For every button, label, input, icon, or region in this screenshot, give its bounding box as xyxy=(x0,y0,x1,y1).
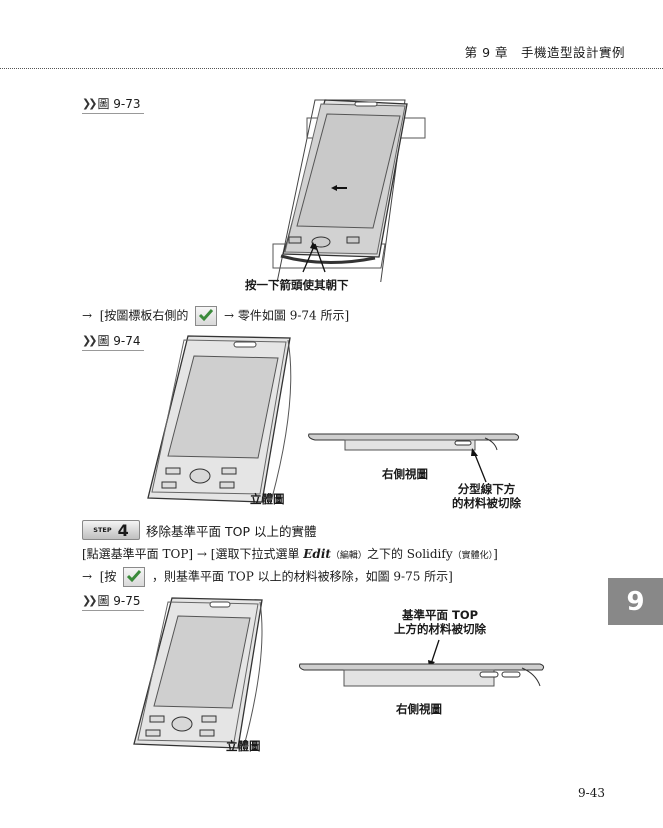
page-number: 9-43 xyxy=(578,786,605,800)
instruction-text: ，則基準平面 TOP 以上的材料被移除，如圖 9-75 所示] xyxy=(152,569,453,584)
figure-9-74-note: 分型線下方 的材料被切除 xyxy=(452,482,521,510)
header-divider xyxy=(0,68,663,69)
chapter-side-tab: 9 xyxy=(608,578,663,625)
step-word: STEP xyxy=(93,526,112,534)
instruction-text: [點選基準平面 TOP] → [選取下拉式選單 xyxy=(82,547,304,561)
instruction-text: [按 xyxy=(99,569,117,584)
figure-9-75-side-caption: 右側視圖 xyxy=(396,702,442,716)
figure-label-9-73: ❯❯ 圖 9-73 xyxy=(82,95,144,114)
instruction-text: → 零件如圖 9-74 所示] xyxy=(224,308,350,323)
instruction-text: 之下的 Solidify xyxy=(366,547,453,561)
figure-9-74-side-caption: 右側視圖 xyxy=(382,467,428,481)
note-line: 基準平面 TOP xyxy=(401,608,479,622)
step-title: 移除基準平面 TOP 以上的實體 xyxy=(146,524,317,539)
figure-9-75-iso-caption: 立體圖 xyxy=(226,739,261,753)
note-line: 分型線下方 xyxy=(457,482,516,496)
solidify-note: （實體化） xyxy=(452,551,494,561)
figure-label-text: 圖 9-75 xyxy=(97,594,141,608)
instruction-arrow: → xyxy=(82,569,93,584)
instruction-line-2: [點選基準平面 TOP] → [選取下拉式選單 Edit（編輯）之下的 Soli… xyxy=(82,545,498,562)
instruction-text: [按圖標板右側的 xyxy=(99,308,189,323)
instruction-text: ] xyxy=(493,547,498,561)
step-badge: STEP 4 xyxy=(82,520,140,540)
figure-arrow-icon: ❯❯ xyxy=(82,97,98,110)
check-button-icon xyxy=(123,567,146,587)
figure-9-75-side-drawing xyxy=(299,663,545,687)
pointer-arrow xyxy=(471,448,487,483)
menu-note: （編輯） xyxy=(330,551,367,561)
label-underline xyxy=(82,610,144,611)
page-header: 第 9 章 手機造型設計實例 xyxy=(0,38,663,69)
figure-arrow-icon: ❯❯ xyxy=(82,334,98,347)
figure-arrow-icon: ❯❯ xyxy=(82,594,98,607)
note-line: 上方的材料被切除 xyxy=(394,622,486,636)
label-underline xyxy=(82,350,144,351)
figure-9-73-caption: 按一下箭頭使其朝下 xyxy=(245,278,349,292)
figure-9-75-iso-drawing xyxy=(133,597,263,749)
figure-9-73-phone-drawing xyxy=(272,99,426,282)
instruction-line-3: → [按 ，則基準平面 TOP 以上的材料被移除，如圖 9-75 所示] xyxy=(82,567,453,587)
figure-label-text: 圖 9-73 xyxy=(97,97,141,111)
figure-label-9-74: ❯❯ 圖 9-74 xyxy=(82,332,144,351)
step-number: 4 xyxy=(117,520,129,540)
note-line: 的材料被切除 xyxy=(452,496,521,510)
chapter-title: 第 9 章 手機造型設計實例 xyxy=(464,45,625,60)
figure-label-9-75: ❯❯ 圖 9-75 xyxy=(82,592,144,611)
figure-9-74-side-drawing xyxy=(308,433,520,451)
figure-9-74-iso-drawing xyxy=(147,335,292,503)
figure-label-text: 圖 9-74 xyxy=(97,334,141,348)
instruction-line-1: → [按圖標板右側的 → 零件如圖 9-74 所示] xyxy=(82,306,349,326)
figure-9-75-note: 基準平面 TOP 上方的材料被切除 xyxy=(394,608,486,636)
instruction-arrow: → xyxy=(82,308,93,323)
menu-name: Edit xyxy=(303,547,331,561)
label-underline xyxy=(82,113,144,114)
check-button-icon xyxy=(195,306,218,326)
figure-9-74-iso-caption: 立體圖 xyxy=(250,492,285,506)
